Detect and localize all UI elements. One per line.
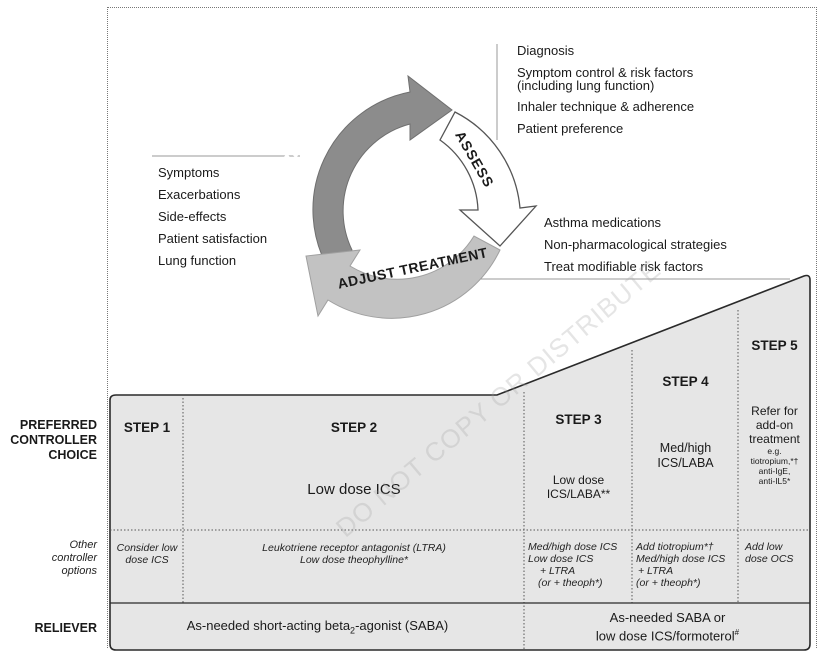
assess-item: Patient preference [517,121,624,136]
step-4-title: STEP 4 [662,374,709,389]
reliever-steps-1-2: As-needed short-acting beta2-agonist (SA… [186,618,449,636]
review-item: Patient satisfaction [158,231,268,246]
adjust-arrow [305,235,501,319]
review-item: Lung function [158,253,237,268]
review-arrow [312,74,453,269]
review-item: Side-effects [158,209,227,224]
reliever-label: RELIEVER [34,621,97,635]
assess-arrow [439,111,538,247]
review-item: Exacerbations [158,187,241,202]
reliever-steps-3-5: As-needed SABA or low dose ICS/formotero… [595,610,740,644]
review-item: Symptoms [158,165,220,180]
outer-frame [107,7,817,648]
staircase [109,274,811,651]
step-5-title: STEP 5 [751,338,798,353]
assess-item: (including lung function) [517,78,655,93]
step-4-other: Add tiotropium*†Med/high dose ICS + LTRA… [636,541,726,589]
step-2-preferred: Low dose ICS [307,481,401,498]
assess-item: Inhaler technique & adherence [517,99,695,114]
step-1-title: STEP 1 [123,420,171,435]
adjust-item: Treat modifiable risk factors [544,259,704,274]
assess-item: Symptom control & risk factors [517,65,694,80]
adjust-item: Non-pharmacological strategies [544,237,727,252]
assess-item: Diagnosis [517,43,575,58]
step-3-title: STEP 3 [555,412,602,427]
adjust-item: Asthma medications [544,215,662,230]
step-2-title: STEP 2 [330,420,378,435]
step-2-other: Leukotriene receptor antagonist (LTRA)Lo… [262,542,446,566]
